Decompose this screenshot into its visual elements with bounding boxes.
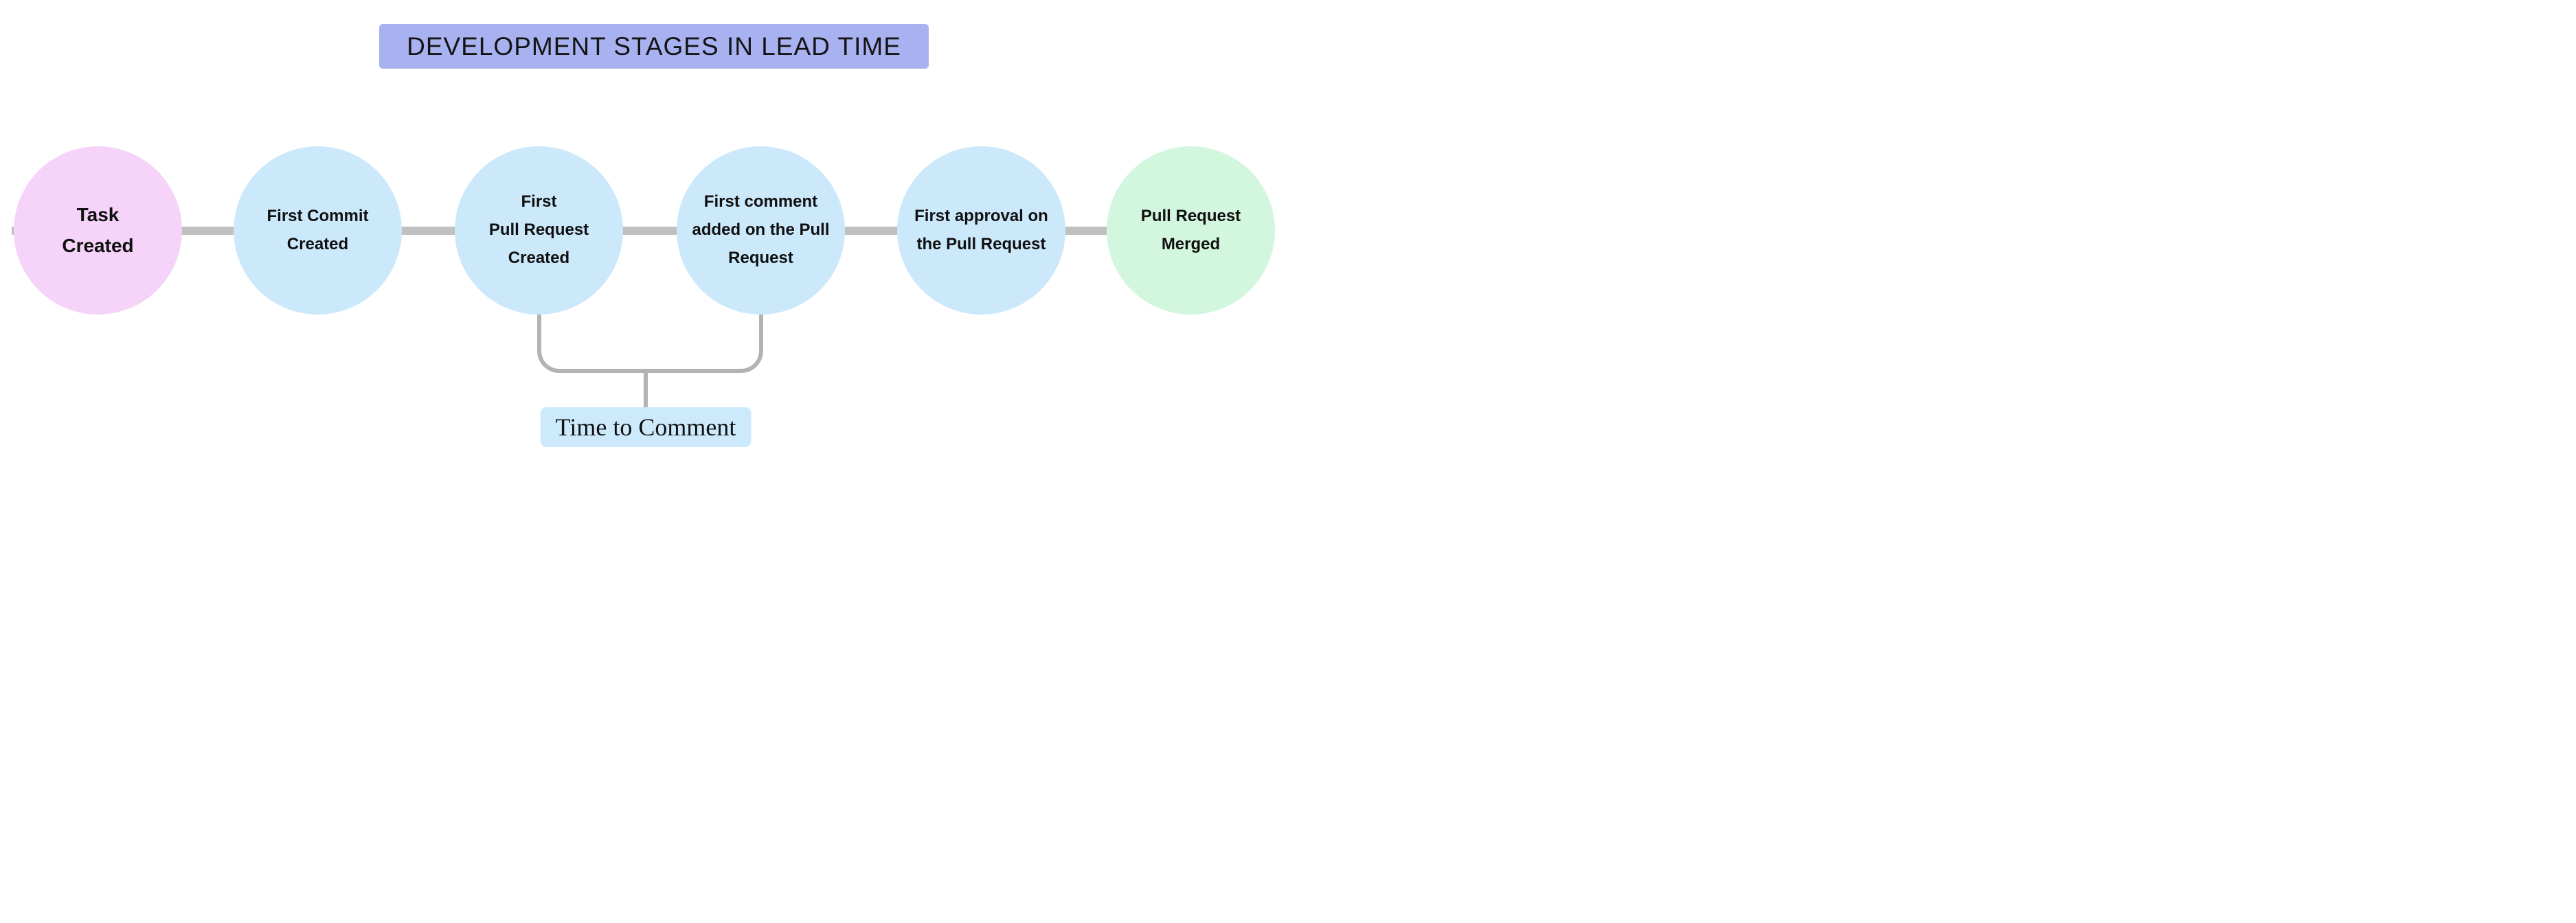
- stage-label: First approval on the Pull Request: [914, 206, 1048, 253]
- diagram-title: DEVELOPMENT STAGES IN LEAD TIME: [379, 24, 929, 69]
- stage-circle-first-pull-request-created: First Pull Request Created: [455, 146, 623, 315]
- stage-circle-first-approval: First approval on the Pull Request: [897, 146, 1065, 315]
- stage-circle-first-commit-created: First Commit Created: [234, 146, 402, 315]
- diagram-title-text: DEVELOPMENT STAGES IN LEAD TIME: [407, 32, 901, 60]
- stage-circle-pull-request-merged: Pull Request Merged: [1107, 146, 1275, 315]
- stage-label: First Pull Request Created: [488, 192, 589, 267]
- lead-time-diagram: DEVELOPMENT STAGES IN LEAD TIME Task Cre…: [0, 0, 1288, 461]
- stage-label: First Commit Created: [267, 206, 369, 253]
- time-to-comment-text: Time to Comment: [555, 413, 736, 441]
- stage-label: Task Created: [62, 203, 134, 256]
- time-to-comment-label: Time to Comment: [540, 407, 752, 447]
- stage-circle-first-comment-added: First comment added on the Pull Request: [677, 146, 845, 315]
- stage-label: Pull Request Merged: [1140, 206, 1241, 253]
- time-to-comment-stem: [644, 372, 648, 408]
- time-to-comment-bracket: [537, 314, 763, 373]
- stage-label: First comment added on the Pull Request: [692, 192, 830, 267]
- stage-circle-task-created: Task Created: [14, 146, 182, 315]
